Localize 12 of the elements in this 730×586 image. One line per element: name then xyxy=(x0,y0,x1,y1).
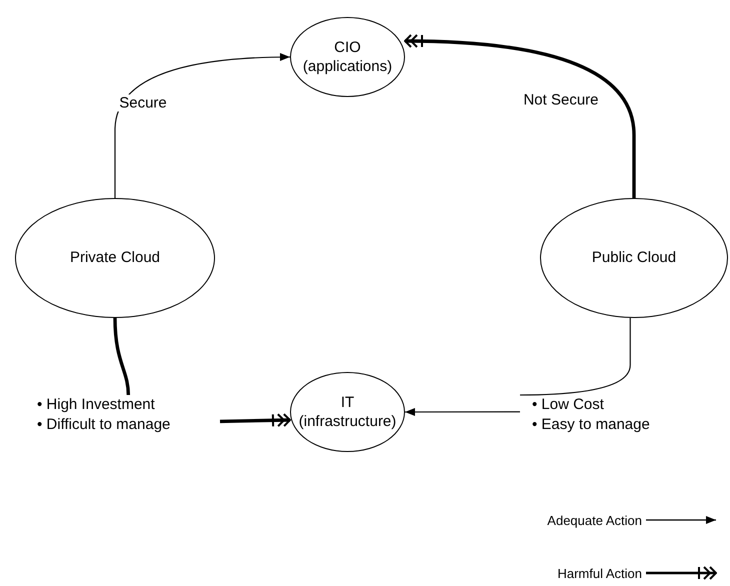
legend-label: Harmful Action xyxy=(557,566,642,580)
ellipse-node: CIO (applications) xyxy=(290,17,405,97)
bullet-item: • Easy to manage xyxy=(532,415,651,436)
ellipse-node: Private Cloud xyxy=(15,198,215,318)
arrow xyxy=(114,53,290,198)
arrow xyxy=(405,408,520,416)
legend-label: Adequate Action xyxy=(547,512,642,528)
bullet-item: • Low Cost xyxy=(532,395,605,415)
ellipse-node: Public Cloud xyxy=(540,198,728,318)
ellipse-node: IT (infrastructure) xyxy=(290,372,405,452)
bullet-item: • Difficult to manage xyxy=(37,415,172,436)
bullet-item: • High Investment xyxy=(37,395,156,415)
